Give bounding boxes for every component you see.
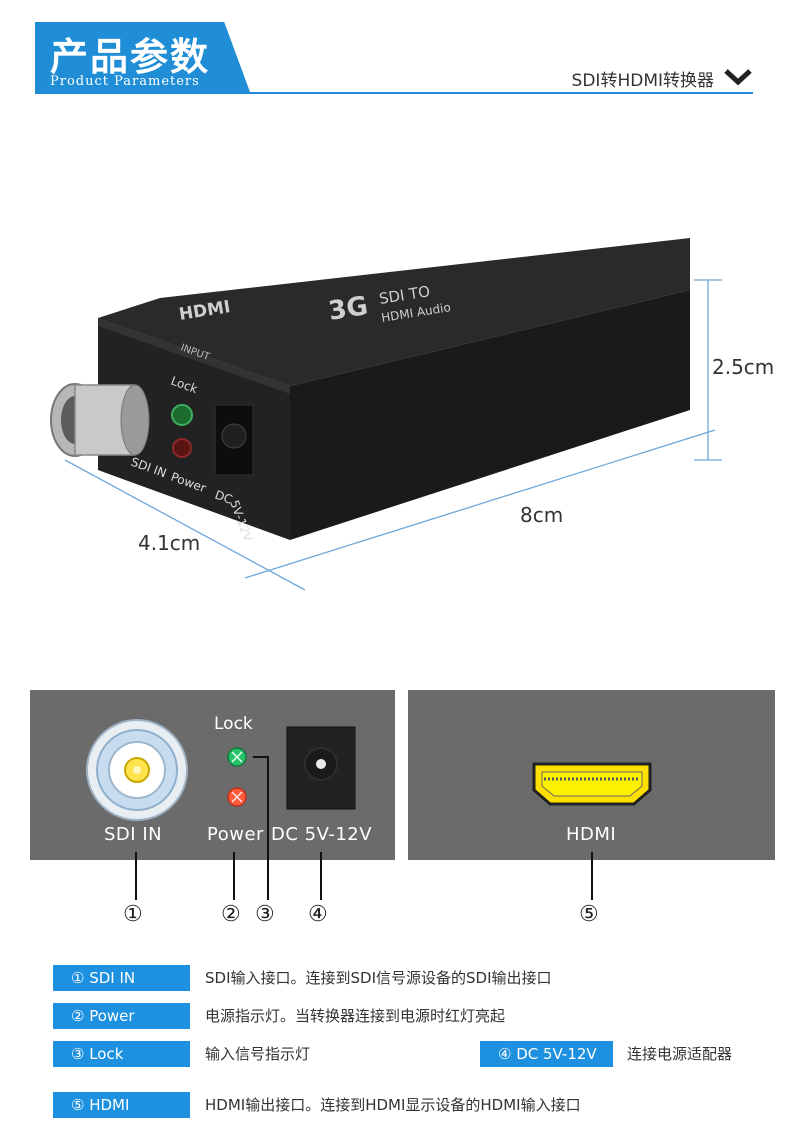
device-model-prefix: 3G: [326, 291, 370, 327]
lock-led-icon: [227, 747, 247, 767]
dimension-lines: [64, 279, 722, 591]
device-power-led: [172, 438, 192, 458]
callout-3: ③: [255, 902, 275, 927]
device-dc-label: DC: [213, 488, 234, 507]
power-led-icon: [227, 787, 247, 807]
header-divider: [35, 92, 753, 94]
page-title: 产品参数: [50, 35, 211, 79]
sdi-in-label: SDI IN: [104, 824, 163, 845]
hdmi-port-icon: [532, 762, 652, 806]
hdmi-label: HDMI: [566, 824, 617, 845]
callout-2: ②: [221, 902, 241, 927]
callout-5: ⑤: [579, 902, 599, 927]
legend-tag-power: ② Power: [53, 1003, 190, 1029]
callout-1: ①: [123, 902, 143, 927]
legend-desc-lock: 输入信号指示灯: [205, 1045, 311, 1063]
device-body: HDMI 3G SDI TO HDMI Audio INPUT Lock SDI…: [98, 238, 690, 544]
dc-voltage-label: DC 5V-12V: [271, 824, 373, 845]
legend-desc-power: 电源指示灯。当转换器连接到电源时红灯亮起: [205, 1007, 506, 1025]
height-dimension: 2.5cm: [712, 355, 774, 379]
legend-tag-hdmi: ⑤ HDMI: [53, 1092, 190, 1118]
bnc-port-icon: [86, 719, 188, 821]
power-label: Power: [207, 824, 264, 845]
length-dimension: 8cm: [520, 503, 563, 527]
bnc-connector: [50, 383, 150, 457]
product-name: SDI转HDMI转换器: [571, 71, 714, 91]
chevron-down-icon: [724, 69, 752, 86]
legend-desc-sdi-in: SDI输入接口。连接到SDI信号源设备的SDI输出接口: [205, 969, 552, 987]
product-photo: HDMI 3G SDI TO HDMI Audio INPUT Lock SDI…: [50, 238, 774, 591]
width-dimension: 4.1cm: [138, 531, 200, 555]
header-tab: [35, 22, 250, 92]
dc-jack-icon: [286, 726, 356, 810]
legend-tag-sdi-in: ① SDI IN: [53, 965, 190, 991]
legend-tag-dc: ④ DC 5V-12V: [480, 1041, 613, 1067]
legend-desc-hdmi: HDMI输出接口。连接到HDMI显示设备的HDMI输入接口: [205, 1096, 581, 1114]
legend-desc-dc: 连接电源适配器: [627, 1045, 733, 1063]
callout-lines: [135, 756, 593, 900]
device-lock-led: [171, 404, 193, 426]
legend-tag-lock: ③ Lock: [53, 1041, 190, 1067]
page-subtitle: Product Parameters: [50, 74, 200, 89]
callout-4: ④: [308, 902, 328, 927]
lock-label: Lock: [214, 714, 253, 734]
